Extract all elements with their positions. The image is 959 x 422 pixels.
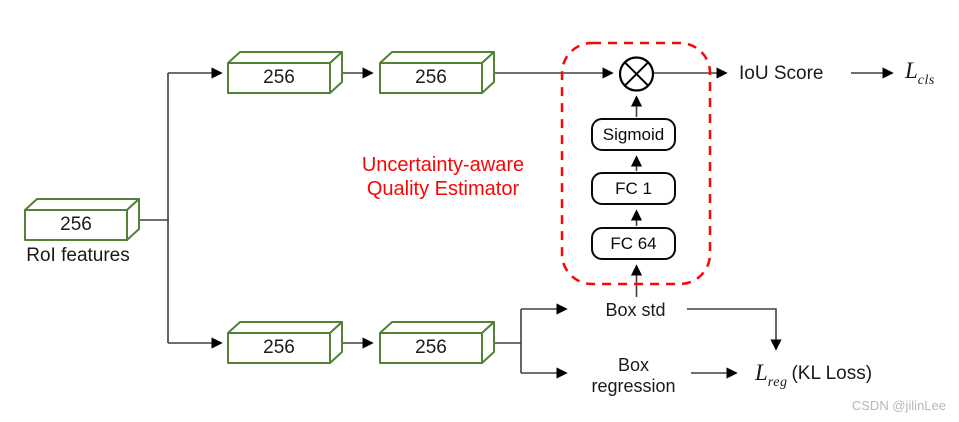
box-regression-line2: regression (591, 376, 676, 396)
l-cls-sub: cls (917, 73, 935, 88)
fc1-layer-box: FC 1 (591, 172, 676, 205)
roi-feature-box-3d (24, 198, 140, 241)
bottom-conv-box2-value: 256 (415, 337, 447, 358)
top-conv-box1-value: 256 (263, 67, 295, 88)
fc64-layer-box: FC 64 (591, 227, 676, 260)
roi-box-value: 256 (60, 214, 92, 235)
l-reg-main: L (755, 360, 768, 385)
box-regression-label: Box regression (577, 355, 690, 397)
estimator-dashed-boundary (560, 41, 712, 286)
top-conv-box2-3d (379, 51, 495, 94)
sigmoid-layer-box: Sigmoid (591, 118, 676, 151)
iou-score-label: IoU Score (739, 63, 824, 84)
watermark-text: CSDN @jilinLee (851, 398, 946, 413)
l-reg-sub: reg (767, 375, 788, 390)
l-cls-loss-label: Lcls (905, 58, 935, 89)
l-reg-loss-label: Lreg(KL Loss) (755, 360, 872, 391)
arrow-boxstd-to-lreg (687, 308, 782, 351)
roi-features-label: RoI features (26, 245, 130, 266)
top-conv-box1-3d (227, 51, 343, 94)
box-regression-line1: Box (617, 355, 650, 375)
l-reg-suffix: (KL Loss) (791, 363, 873, 384)
top-conv-box2-value: 256 (415, 67, 447, 88)
bottom-conv-box1-3d (227, 321, 343, 364)
box-std-label: Box std (605, 300, 666, 320)
bottom-conv-box1-value: 256 (263, 337, 295, 358)
estimator-title-line1: Uncertainty-aware (361, 154, 525, 176)
estimator-title-line2: Quality Estimator (366, 178, 520, 200)
multiply-icon (618, 56, 655, 92)
l-cls-main: L (905, 58, 918, 83)
bottom-conv-box2-3d (379, 321, 495, 364)
estimator-title: Uncertainty-aware Quality Estimator (323, 153, 563, 201)
